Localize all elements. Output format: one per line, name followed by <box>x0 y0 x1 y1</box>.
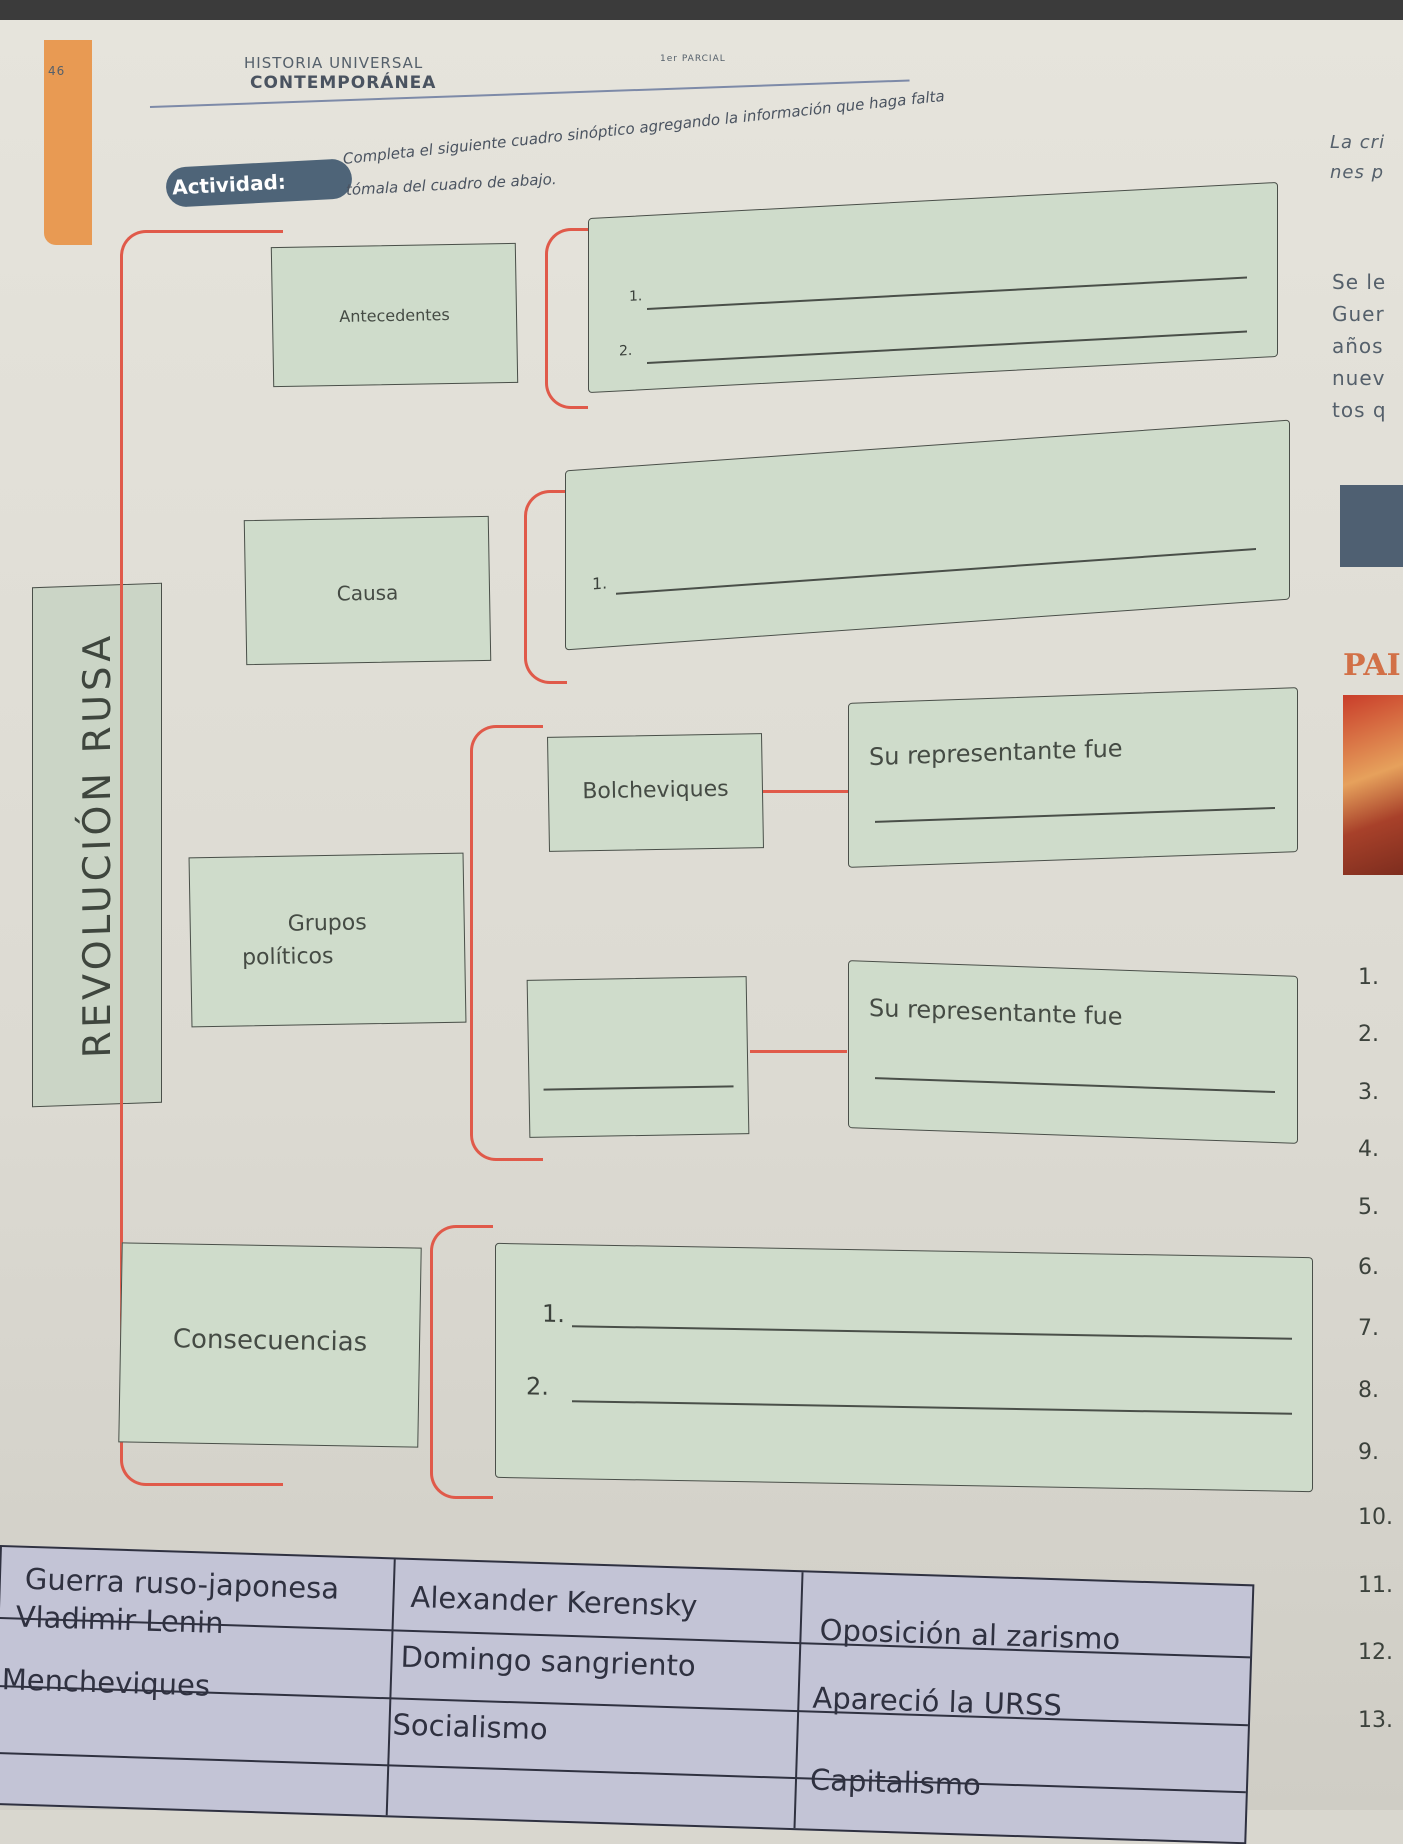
right-number-11: 11. <box>1358 1573 1393 1598</box>
representative2-label: Su representante fue <box>869 993 1123 1031</box>
group2-connector <box>750 1050 847 1053</box>
right-text-line-6: nuev <box>1332 366 1386 390</box>
word-bank-item: Domingo sangriento <box>400 1639 697 1683</box>
main-brace <box>120 230 283 1486</box>
book-title-line1: HISTORIA UNIVERSAL <box>244 54 424 72</box>
consecuencias-answer-box: 1. 2. <box>495 1242 1313 1493</box>
bolcheviques-connector <box>763 790 848 793</box>
representative1-label: Su representante fue <box>869 734 1123 772</box>
consecuencias-item1-number: 1. <box>542 1299 565 1329</box>
word-bank-item: Vladimir Lenin <box>15 1599 225 1641</box>
activity-instruction-line2: tómala del cuadro de abajo. <box>345 169 557 199</box>
partial-label: 1er PARCIAL <box>660 54 726 64</box>
right-number-10: 10. <box>1358 1505 1393 1530</box>
consecuencias-item2-number: 2. <box>526 1372 549 1401</box>
word-bank-item: Socialismo <box>392 1707 549 1747</box>
next-page-illustration <box>1343 695 1403 875</box>
group2-blank <box>543 1085 734 1091</box>
right-number-9: 9. <box>1358 1440 1379 1465</box>
bolcheviques-label: Bolcheviques <box>582 776 729 805</box>
consecuencias-box: Consecuencias <box>118 1242 422 1448</box>
word-bank-item: Alexander Kerensky <box>410 1579 698 1623</box>
grupos-politicos-box: Grupos políticos <box>188 852 467 1028</box>
antecedentes-item2-blank <box>647 330 1247 364</box>
orange-page-tab <box>44 40 92 245</box>
right-text-line-5: años <box>1332 334 1384 358</box>
consecuencias-item2-blank <box>572 1400 1292 1415</box>
representative2-blank <box>875 1077 1275 1093</box>
page-number: 46 <box>48 64 66 78</box>
right-text-line-1: La cri <box>1330 132 1386 153</box>
top-shadow-band <box>0 0 1403 20</box>
word-bank-item: Guerra ruso-japonesa <box>24 1561 340 1606</box>
right-number-7: 7. <box>1358 1316 1379 1341</box>
antecedentes-answer-box: 1. 2. <box>588 181 1278 394</box>
consecuencias-brace <box>430 1225 493 1499</box>
grupos-label-line2: políticos <box>241 943 334 971</box>
causa-box: Causa <box>243 515 492 666</box>
group2-representative-box: Su representante fue <box>848 960 1298 1144</box>
bolcheviques-box: Bolcheviques <box>547 733 764 852</box>
navy-block <box>1340 485 1403 567</box>
right-text-line-4: Guer <box>1332 302 1385 326</box>
main-title: REVOLUCIÓN RUSA <box>75 631 119 1059</box>
word-bank-table: Guerra ruso-japonesa Vladimir Lenin Menc… <box>0 1545 1255 1844</box>
antecedentes-item1-blank <box>647 276 1247 310</box>
right-text-line-3: Se le <box>1332 270 1387 294</box>
word-bank-col-divider-2 <box>793 1572 804 1829</box>
group2-box <box>526 976 750 1138</box>
causa-item1-blank <box>616 548 1256 595</box>
right-number-13: 13. <box>1358 1708 1393 1733</box>
antecedentes-item2-number: 2. <box>619 342 633 360</box>
word-bank-item: Oposición al zarismo <box>819 1612 1121 1657</box>
activity-badge: Actividad: <box>165 158 353 208</box>
representative1-blank <box>875 806 1275 823</box>
causa-answer-box: 1. <box>565 419 1290 651</box>
causa-label: Causa <box>336 580 399 606</box>
right-text-line-7: tos q <box>1332 398 1387 422</box>
activity-instruction: Completa el siguiente cuadro sinóptico a… <box>342 86 946 168</box>
antecedentes-item1-number: 1. <box>629 288 643 305</box>
causa-brace <box>524 490 567 684</box>
consecuencias-item1-blank <box>572 1325 1292 1340</box>
word-bank-item: Apareció la URSS <box>812 1680 1063 1723</box>
antecedentes-box: Antecedentes <box>270 242 519 388</box>
right-number-3: 3. <box>1358 1080 1379 1105</box>
grupos-label-line1: Grupos <box>287 910 367 937</box>
right-number-12: 12. <box>1358 1640 1393 1665</box>
grupos-brace <box>470 725 543 1161</box>
right-number-1: 1. <box>1358 965 1379 990</box>
antecedentes-brace <box>545 228 588 409</box>
word-bank-row-divider-3 <box>0 1751 1246 1794</box>
consecuencias-label: Consecuencias <box>172 1324 368 1358</box>
word-bank-col-divider-1 <box>385 1559 396 1816</box>
right-number-6: 6. <box>1358 1255 1379 1280</box>
word-bank-item: Mencheviques <box>1 1662 211 1703</box>
right-number-5: 5. <box>1358 1195 1379 1220</box>
right-number-2: 2. <box>1358 1022 1379 1047</box>
book-title-line2: CONTEMPORÁNEA <box>250 73 437 93</box>
word-bank-item: Capitalismo <box>809 1762 982 1802</box>
next-page-banner: PAI <box>1343 648 1401 683</box>
bolcheviques-representative-box: Su representante fue <box>848 687 1298 868</box>
antecedentes-label: Antecedentes <box>339 305 450 326</box>
right-number-4: 4. <box>1358 1137 1379 1162</box>
right-number-8: 8. <box>1358 1378 1379 1403</box>
right-text-line-2: nes p <box>1330 162 1385 183</box>
causa-item1-number: 1. <box>592 573 608 594</box>
